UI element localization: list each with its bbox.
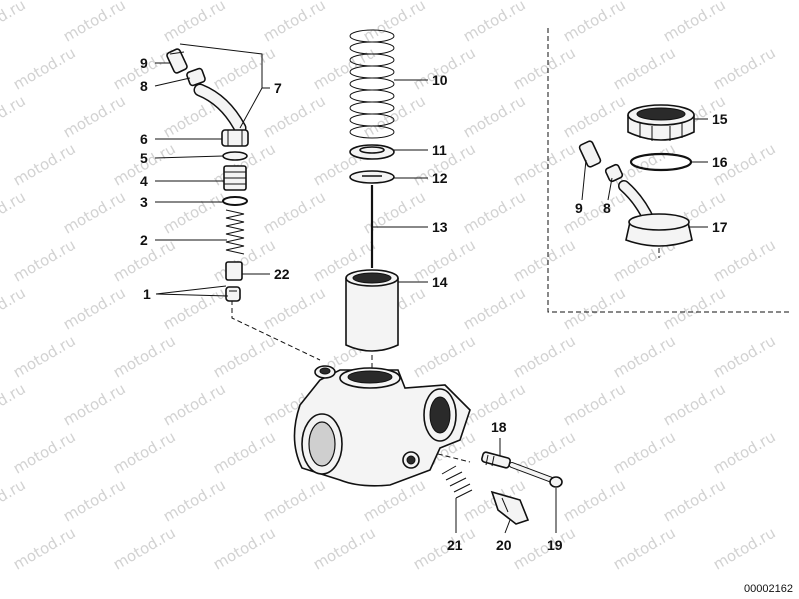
part-8-nut[interactable] — [186, 67, 206, 87]
label-21: 21 — [447, 537, 463, 553]
assembly-link-left — [231, 300, 321, 361]
part-15-cap-ring[interactable] — [627, 104, 695, 141]
label-17: 17 — [712, 219, 728, 235]
part-17-float-cover[interactable] — [618, 180, 693, 247]
part-8b-nut[interactable] — [604, 163, 624, 183]
label-8: 8 — [140, 78, 148, 94]
label-9: 9 — [140, 55, 148, 71]
part-22-needle-valve[interactable] — [225, 261, 243, 281]
part-6-union-nut[interactable] — [221, 129, 249, 147]
part-2-spring[interactable] — [225, 209, 245, 255]
part-5-washer[interactable] — [222, 151, 248, 161]
label-15: 15 — [712, 111, 728, 127]
label-2: 2 — [140, 232, 148, 248]
part-21-spring[interactable] — [441, 465, 473, 499]
part-19-mixture-screw[interactable] — [509, 462, 563, 488]
label-18: 18 — [491, 419, 507, 435]
label-14: 14 — [432, 274, 448, 290]
label-20: 20 — [496, 537, 512, 553]
diagram-code: 00002162 — [744, 583, 793, 595]
label-4: 4 — [140, 173, 148, 189]
label-22: 22 — [274, 266, 290, 282]
label-16: 16 — [712, 154, 728, 170]
part-20-tickler-screw[interactable] — [490, 490, 530, 525]
callout-labels: 9 8 7 6 5 4 3 2 22 1 10 11 12 13 14 15 1… — [140, 55, 728, 553]
part-10-slide-spring[interactable] — [349, 29, 395, 139]
part-1-jet[interactable] — [225, 286, 241, 302]
part-7-elbow-pipe[interactable] — [193, 83, 247, 135]
carburetor-body[interactable] — [293, 365, 471, 487]
label-11: 11 — [432, 142, 447, 158]
label-1: 1 — [143, 286, 151, 302]
part-9-banjo-bolt[interactable] — [166, 48, 188, 74]
part-18-idle-screw[interactable] — [481, 451, 511, 469]
label-19: 19 — [547, 537, 563, 553]
part-14-throttle-slide[interactable] — [345, 269, 399, 352]
label-6: 6 — [140, 131, 148, 147]
assembly-link-right — [429, 451, 471, 463]
label-9-right: 9 — [575, 200, 583, 216]
part-4-fitting[interactable] — [223, 165, 247, 191]
leader-lines — [154, 43, 708, 534]
part-12-needle-clip[interactable] — [349, 170, 395, 184]
group-separator-line — [547, 28, 790, 313]
part-9b-banjo-bolt[interactable] — [578, 140, 602, 168]
label-7: 7 — [274, 80, 282, 96]
label-12: 12 — [432, 170, 448, 186]
part-11-spring-seat[interactable] — [349, 144, 395, 160]
part-3-o-ring[interactable] — [222, 196, 248, 206]
label-5: 5 — [140, 150, 148, 166]
label-10: 10 — [432, 72, 448, 88]
label-8-right: 8 — [603, 200, 611, 216]
label-13: 13 — [432, 219, 448, 235]
label-3: 3 — [140, 194, 148, 210]
part-16-gasket[interactable] — [629, 152, 693, 172]
